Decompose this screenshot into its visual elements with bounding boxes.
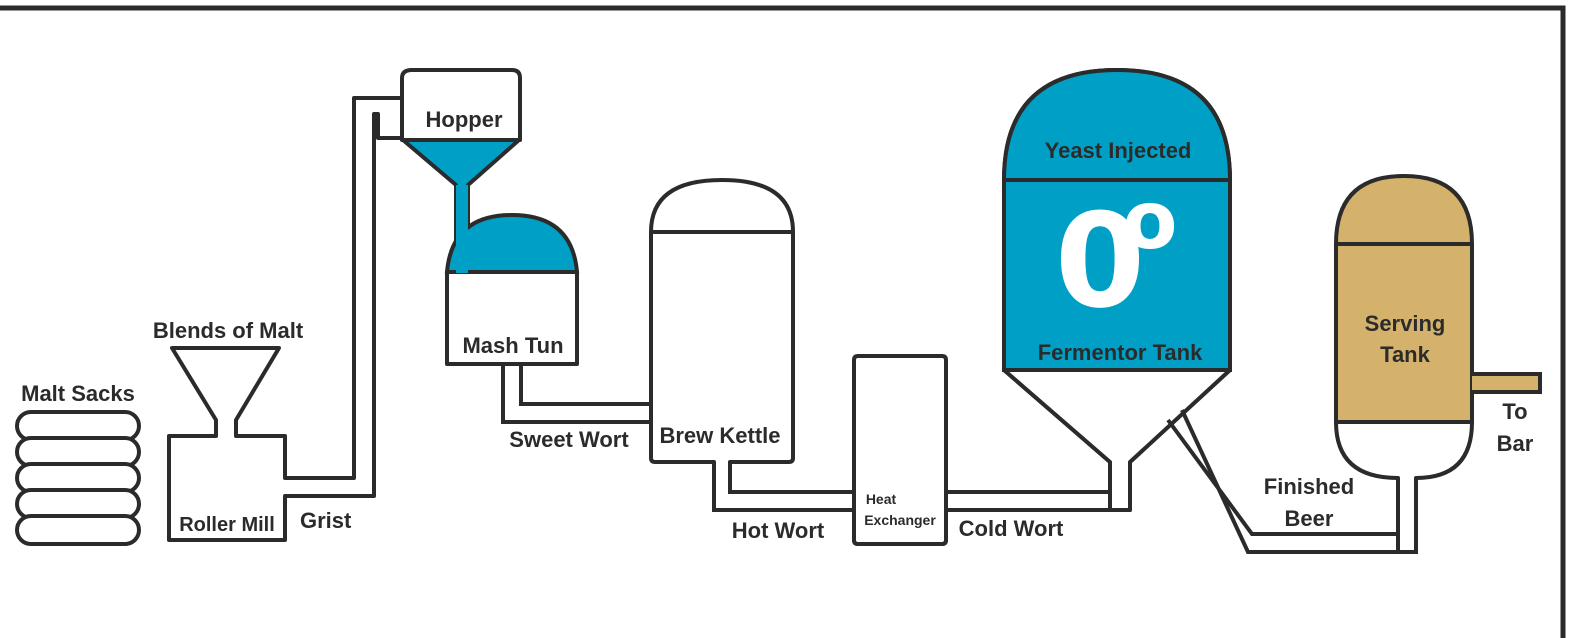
- hot-wort-label: Hot Wort: [732, 518, 825, 543]
- serving-tank-bottom: [1334, 420, 1474, 554]
- fermentor-body: [1002, 178, 1232, 372]
- to-bar-label-line1: To: [1502, 399, 1527, 424]
- cold-wort-label: Cold Wort: [959, 516, 1064, 541]
- serving-tank-label-line1: Serving: [1365, 311, 1446, 336]
- to-bar-label-line2: Bar: [1497, 431, 1534, 456]
- heat-exchanger-label-line1: Heat: [866, 491, 897, 507]
- sweet-wort-pipe: [501, 364, 651, 424]
- malt-sacks-label: Malt Sacks: [21, 381, 135, 406]
- fermentor-tank-label: Fermentor Tank: [1038, 340, 1203, 365]
- brew-kettle-label: Brew Kettle: [659, 423, 780, 448]
- roller-mill-label: Roller Mill: [179, 514, 275, 536]
- fermentor-temperature: 0: [1055, 185, 1145, 337]
- yeast-injected-label: Yeast Injected: [1045, 138, 1192, 163]
- fermentor-dome: [1001, 67, 1233, 182]
- heat-exchanger: [852, 354, 948, 546]
- finished-beer-label-line1: Finished: [1264, 474, 1354, 499]
- grist-label: Grist: [300, 508, 352, 533]
- hopper-label: Hopper: [426, 107, 503, 132]
- serving-tank-outlet: [1472, 372, 1542, 394]
- heat-exchanger-label-line2: Exchanger: [864, 512, 936, 528]
- mash-tun-label: Mash Tun: [462, 333, 563, 358]
- mash-tun: [445, 270, 579, 366]
- roller-mill: [167, 96, 405, 542]
- sweet-wort-label: Sweet Wort: [509, 427, 629, 452]
- mash-tun-dome: [444, 212, 580, 274]
- serving-tank: [1334, 173, 1474, 424]
- serving-tank-label-line2: Tank: [1380, 342, 1430, 367]
- blends-of-malt-label: Blends of Malt: [153, 318, 304, 343]
- fermentor-degree-symbol: o: [1123, 174, 1178, 267]
- finished-beer-label-line2: Beer: [1285, 506, 1334, 531]
- diagram-frame: [0, 5, 1566, 638]
- fermentor-cone: [1002, 368, 1232, 512]
- malt-sacks: [15, 410, 141, 546]
